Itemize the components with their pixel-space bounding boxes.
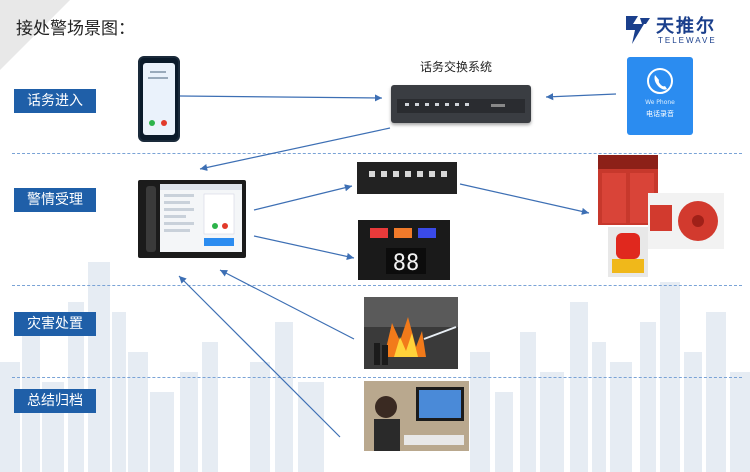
stage-label-alarm-acceptance: 警情受理 — [14, 188, 96, 212]
divider-3 — [12, 377, 742, 378]
svg-text:88: 88 — [393, 251, 420, 276]
console-ui-icon — [160, 184, 242, 246]
handset-icon — [146, 186, 156, 252]
divider-1 — [12, 153, 742, 154]
app-line1: We Phone — [645, 99, 675, 106]
divider-2 — [12, 285, 742, 286]
doors-icon — [598, 155, 658, 223]
switch-ports-icon — [397, 99, 525, 113]
phone-screen — [143, 63, 175, 135]
switch-title: 话务交换系统 — [420, 60, 493, 74]
dispatch-console-image — [138, 180, 246, 258]
arrow-panel-to-alarms — [459, 183, 590, 215]
logo-english-name: TELEWAVE — [658, 36, 717, 45]
fire-scene-icon — [364, 297, 458, 365]
stage-label-summary-archive: 总结归档 — [14, 389, 96, 413]
phone-recording-app-image: We Phone 电话录音 — [627, 57, 693, 135]
firefighting-photo — [364, 297, 458, 369]
operator-workstation-photo — [364, 381, 469, 451]
corner-decoration — [0, 0, 70, 70]
warning-light-icon — [612, 233, 644, 273]
led-display-photo: 88 — [358, 220, 450, 280]
fire-alarm-bell-photo — [648, 193, 724, 249]
console-screen — [160, 184, 242, 252]
phone-handset-icon — [647, 68, 673, 94]
stage-label-disaster-handling: 灾害处置 — [14, 312, 96, 336]
logo-chinese-name: 天推尔 — [656, 16, 716, 37]
phone-call-screen-icon — [148, 71, 168, 126]
arrow-console-to-panel — [253, 184, 353, 211]
telewave-logo-icon — [626, 16, 650, 44]
led-digits-icon: 88 — [370, 228, 436, 276]
page-title: 接处警场景图： — [16, 19, 135, 39]
arrow-app-to-switch — [545, 93, 617, 101]
stage-label-call-entry: 话务进入 — [14, 89, 96, 113]
warning-light-photo — [608, 227, 648, 277]
switch-device-image — [391, 85, 531, 123]
panel-buttons-icon — [369, 171, 447, 177]
alarm-bell-icon — [650, 201, 718, 241]
arrow-phone-to-switch — [179, 94, 383, 102]
workstation-icon — [364, 381, 469, 451]
app-line2: 电话录音 — [646, 110, 674, 118]
telewave-logo: 天推尔 TELEWAVE — [622, 12, 732, 48]
mobile-phone-image — [138, 56, 180, 142]
alarm-panel-photo — [357, 162, 457, 194]
